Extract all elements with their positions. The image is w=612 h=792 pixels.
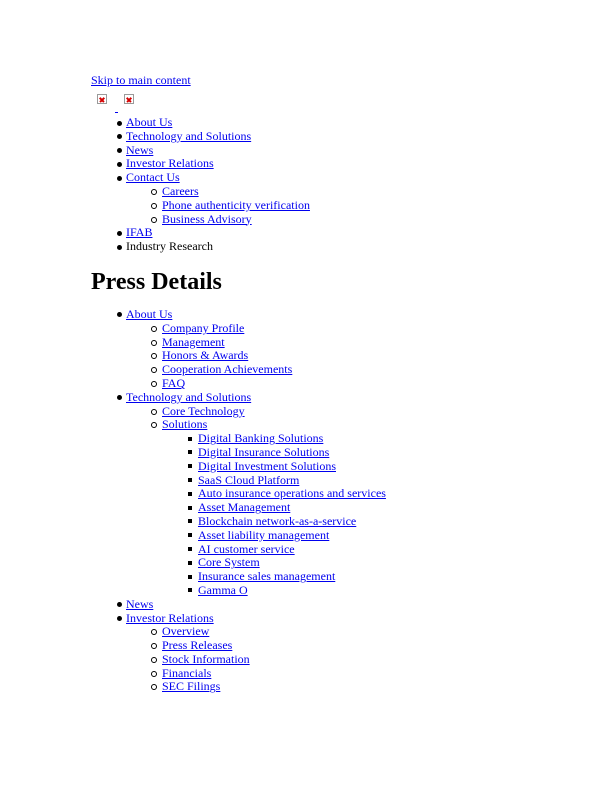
page-content: Skip to main content About Us Technology… bbox=[91, 73, 591, 694]
solution-link[interactable]: Digital Insurance Solutions bbox=[198, 444, 330, 459]
top-nav-tech-link[interactable]: Technology and Solutions bbox=[126, 128, 252, 143]
list-item: Asset liability management bbox=[162, 527, 591, 543]
logo-row bbox=[91, 92, 591, 106]
list-item: Financials bbox=[126, 665, 591, 681]
honors-awards-link[interactable]: Honors & Awards bbox=[162, 348, 249, 363]
list-item: Management bbox=[126, 334, 591, 350]
careers-link[interactable]: Careers bbox=[162, 183, 199, 198]
list-item: AI customer service bbox=[162, 541, 591, 557]
list-item: Core System bbox=[162, 555, 591, 570]
list-item: Insurance sales management bbox=[162, 569, 591, 584]
about-submenu: Company Profile Management Honors & Awar… bbox=[126, 320, 591, 391]
solution-link[interactable]: Asset Management bbox=[198, 500, 291, 515]
list-item: Stock Information bbox=[126, 651, 591, 667]
list-item: Digital Investment Solutions bbox=[162, 458, 591, 474]
financials-link[interactable]: Financials bbox=[162, 665, 212, 680]
news-link[interactable]: News bbox=[126, 596, 154, 611]
phone-verification-link[interactable]: Phone authenticity verification bbox=[162, 197, 310, 212]
business-advisory-link[interactable]: Business Advisory bbox=[162, 211, 252, 226]
list-item: Gamma O bbox=[162, 582, 591, 598]
overview-link[interactable]: Overview bbox=[162, 624, 210, 639]
top-nav-item-investor: Investor Relations bbox=[91, 156, 591, 171]
list-item: Press Releases bbox=[126, 638, 591, 653]
top-nav-investor-link[interactable]: Investor Relations bbox=[126, 156, 214, 171]
solution-link[interactable]: Auto insurance operations and services bbox=[198, 486, 386, 501]
list-item: Blockchain network-as-a-service bbox=[162, 513, 591, 529]
top-nav-item-news: News bbox=[91, 142, 591, 158]
top-nav-item-tech: Technology and Solutions bbox=[91, 128, 591, 144]
list-item: Core Technology bbox=[126, 403, 591, 419]
solution-link[interactable]: Digital Banking Solutions bbox=[198, 431, 324, 446]
solution-link[interactable]: SaaS Cloud Platform bbox=[198, 472, 300, 487]
company-profile-link[interactable]: Company Profile bbox=[162, 320, 245, 335]
top-nav-contact-link[interactable]: Contact Us bbox=[126, 170, 180, 185]
main-nav: About Us Company Profile Management Hono… bbox=[91, 306, 591, 695]
top-nav: About Us Technology and Solutions News I… bbox=[91, 115, 591, 254]
broken-image-icon[interactable] bbox=[124, 94, 134, 104]
solutions-link[interactable]: Solutions bbox=[162, 417, 208, 432]
investor-submenu: Overview Press Releases Stock Informatio… bbox=[126, 624, 591, 694]
top-nav-item-industry-research: Industry Research bbox=[91, 239, 591, 254]
page-title: Press Details bbox=[91, 268, 222, 295]
skip-to-main-link[interactable]: Skip to main content bbox=[91, 73, 191, 87]
list-item: Careers bbox=[126, 183, 591, 199]
broken-image-icon[interactable] bbox=[97, 94, 107, 104]
top-nav-item-contact: Contact Us Careers Phone authenticity ve… bbox=[91, 170, 591, 227]
list-item: Honors & Awards bbox=[126, 348, 591, 363]
list-item: Company Profile bbox=[126, 320, 591, 336]
solution-link[interactable]: Insurance sales management bbox=[198, 569, 336, 584]
investor-link[interactable]: Investor Relations bbox=[126, 610, 214, 625]
list-item: Cooperation Achievements bbox=[126, 362, 591, 377]
solution-link[interactable]: Blockchain network-as-a-service bbox=[198, 513, 357, 528]
solutions-submenu: Digital Banking Solutions Digital Insura… bbox=[162, 431, 591, 598]
main-nav-item-about: About Us Company Profile Management Hono… bbox=[91, 306, 591, 391]
main-nav-item-investor: Investor Relations Overview Press Releas… bbox=[91, 610, 591, 695]
core-technology-link[interactable]: Core Technology bbox=[162, 403, 245, 418]
faq-link[interactable]: FAQ bbox=[162, 375, 186, 390]
list-item: Auto insurance operations and services bbox=[162, 486, 591, 501]
about-link[interactable]: About Us bbox=[126, 306, 173, 321]
solution-link[interactable]: Gamma O bbox=[198, 582, 248, 597]
list-item: Digital Banking Solutions bbox=[162, 431, 591, 446]
top-nav-ifab-link[interactable]: IFAB bbox=[126, 225, 153, 240]
list-item: FAQ bbox=[126, 375, 591, 391]
top-nav-news-link[interactable]: News bbox=[126, 142, 154, 157]
stock-information-link[interactable]: Stock Information bbox=[162, 651, 250, 666]
press-releases-link[interactable]: Press Releases bbox=[162, 638, 233, 653]
industry-research-text: Industry Research bbox=[126, 239, 213, 254]
list-item: Phone authenticity verification bbox=[126, 197, 591, 213]
list-item: SEC Filings bbox=[126, 680, 591, 694]
cooperation-link[interactable]: Cooperation Achievements bbox=[162, 362, 293, 377]
solution-link[interactable]: AI customer service bbox=[198, 541, 295, 556]
solution-link[interactable]: Digital Investment Solutions bbox=[198, 458, 336, 473]
sec-filings-link[interactable]: SEC Filings bbox=[162, 679, 221, 694]
list-item: Asset Management bbox=[162, 500, 591, 515]
empty-link[interactable] bbox=[91, 106, 591, 116]
tech-link[interactable]: Technology and Solutions bbox=[126, 389, 252, 404]
tech-submenu: Core Technology Solutions Digital Bankin… bbox=[126, 403, 591, 598]
list-item: Business Advisory bbox=[126, 211, 591, 227]
list-item: Solutions Digital Banking Solutions Digi… bbox=[126, 417, 591, 598]
top-nav-item-about: About Us bbox=[91, 115, 591, 130]
top-nav-item-ifab: IFAB bbox=[91, 225, 591, 240]
main-nav-item-tech: Technology and Solutions Core Technology… bbox=[91, 389, 591, 598]
list-item: Digital Insurance Solutions bbox=[162, 444, 591, 460]
solution-link[interactable]: Core System bbox=[198, 555, 260, 570]
list-item: SaaS Cloud Platform bbox=[162, 472, 591, 488]
contact-submenu: Careers Phone authenticity verification … bbox=[126, 183, 591, 227]
management-link[interactable]: Management bbox=[162, 334, 225, 349]
solution-link[interactable]: Asset liability management bbox=[198, 527, 330, 542]
top-nav-about-link[interactable]: About Us bbox=[126, 115, 173, 129]
main-nav-item-news: News bbox=[91, 596, 591, 612]
list-item: Overview bbox=[126, 624, 591, 639]
